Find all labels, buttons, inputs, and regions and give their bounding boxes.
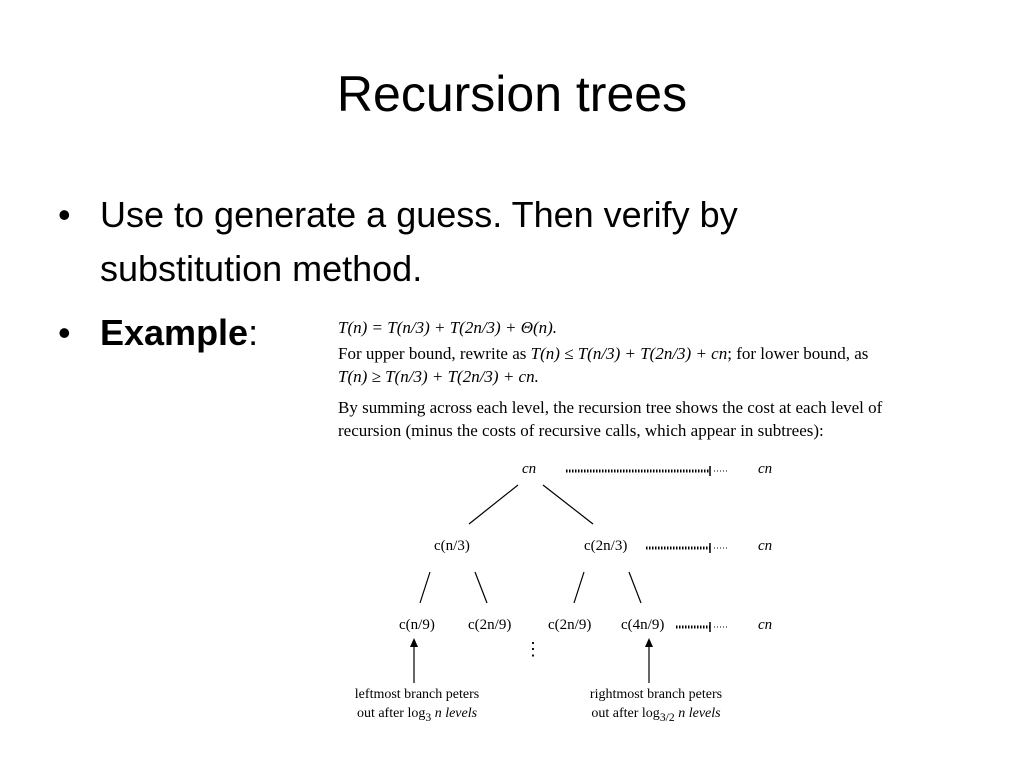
summary-line-1: By summing across each level, the recurs… bbox=[338, 398, 883, 417]
upper-bound-text: For upper bound, rewrite as bbox=[338, 344, 531, 363]
right-caption-tail: n levels bbox=[674, 706, 721, 721]
right-caption-log: out after log bbox=[591, 706, 660, 721]
bullet-dot: • bbox=[58, 194, 71, 235]
edge-l1b-right bbox=[628, 571, 642, 604]
bullet-line-1: Use to generate a guess. Then verify by bbox=[100, 194, 738, 235]
tree-root-label: cn bbox=[522, 461, 537, 477]
left-caption-arrowhead bbox=[410, 638, 418, 647]
tree-node-l1-1: c(2n/3) bbox=[584, 538, 628, 554]
right-caption-line-1: rightmost branch peters bbox=[589, 687, 723, 702]
bullet-line-2: substitution method. bbox=[100, 248, 423, 289]
lower-bound-line: T(n) ≥ T(n/3) + T(2n/3) + cn. bbox=[338, 366, 539, 388]
bullet-text: Use to generate a guess. Then verify by bbox=[100, 190, 738, 240]
edge-l1b-left bbox=[573, 571, 585, 604]
summary-line-2: recursion (minus the costs of recursive … bbox=[338, 421, 824, 440]
tree-node-l2-1: c(2n/9) bbox=[468, 617, 512, 633]
tree-node-l1-0: c(n/3) bbox=[434, 538, 470, 554]
bullet-bold-label: Example bbox=[100, 312, 249, 353]
bullet-text-continued: substitution method. bbox=[100, 244, 422, 294]
edge-l1a-left bbox=[419, 571, 431, 604]
left-caption-sub: 3 bbox=[425, 710, 432, 724]
recurrence-formula: T(n) = T(n/3) + T(2n/3) + Θ(n). bbox=[338, 318, 558, 337]
left-caption-tail: n levels bbox=[431, 706, 478, 721]
left-caption: leftmost branch peters out after log3 n … bbox=[342, 685, 492, 727]
level-sum-label-2: cn bbox=[758, 617, 773, 633]
recursion-tree: cn cn c(n/3) c(2n/3) cn c(n/9) c(2n/9) c… bbox=[338, 455, 998, 725]
lower-bound-formula: T(n) ≥ T(n/3) + T(2n/3) + cn. bbox=[338, 367, 539, 386]
right-caption-arrowhead bbox=[645, 638, 653, 647]
bullet-item-1: • Use to generate a guess. Then verify b… bbox=[58, 190, 858, 300]
tree-edges bbox=[410, 466, 728, 683]
bullet-dot: • bbox=[58, 312, 71, 353]
right-caption-line-2: out after log3/2 n levels bbox=[576, 704, 736, 727]
tree-level-sum-2: cn bbox=[758, 617, 772, 634]
left-caption-log: out after log bbox=[356, 706, 426, 721]
edge-l1a-right bbox=[474, 571, 488, 604]
tree-level-sum-1: cn bbox=[758, 538, 772, 555]
edge-root-left bbox=[468, 484, 519, 525]
recurrence-equation: T(n) = T(n/3) + T(2n/3) + Θ(n). bbox=[338, 317, 557, 339]
level-sum-label-0: cn bbox=[758, 461, 773, 477]
left-caption-line-2: out after log3 n levels bbox=[342, 704, 492, 727]
bullet-text: Example: bbox=[100, 308, 258, 358]
bullet-colon: : bbox=[248, 312, 259, 353]
tree-level-sum-0: cn bbox=[758, 461, 772, 478]
tree-root: cn bbox=[522, 461, 536, 478]
level-sum-label-1: cn bbox=[758, 538, 773, 554]
right-caption: rightmost branch peters out after log3/2… bbox=[576, 685, 736, 727]
lower-bound-text: ; for lower bound, as bbox=[727, 344, 869, 363]
recurrence-figure: T(n) = T(n/3) + T(2n/3) + Θ(n). For uppe… bbox=[338, 315, 998, 725]
tree-node-l2-2: c(2n/9) bbox=[548, 617, 592, 633]
slide-title: Recursion trees bbox=[336, 66, 688, 122]
tree-ellipsis: ⋮ bbox=[524, 639, 542, 659]
tree-node-l2-3: c(4n/9) bbox=[621, 617, 665, 633]
bullet-item-2: • Example: bbox=[58, 308, 318, 358]
edge-root-right bbox=[542, 484, 594, 525]
right-caption-sub: 3/2 bbox=[659, 710, 675, 724]
left-caption-line-1: leftmost branch peters bbox=[354, 687, 480, 702]
upper-bound-line: For upper bound, rewrite as T(n) ≤ T(n/3… bbox=[338, 343, 868, 365]
upper-bound-formula: T(n) ≤ T(n/3) + T(2n/3) + cn bbox=[530, 344, 728, 363]
tree-node-l2-0: c(n/9) bbox=[399, 617, 435, 633]
